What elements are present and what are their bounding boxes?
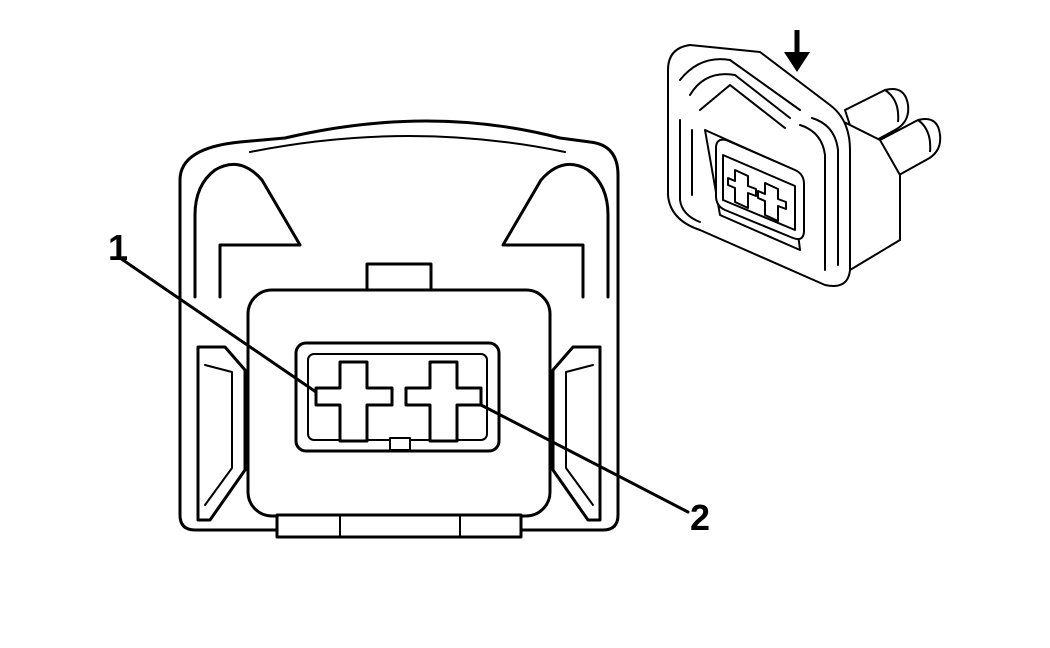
iso-pin-1 xyxy=(727,169,757,209)
connector-front-view xyxy=(118,119,690,539)
callout-pin-2: 2 xyxy=(690,497,711,538)
pin-1-terminal xyxy=(314,360,394,443)
leader-line-2 xyxy=(479,403,690,514)
right-side-guide xyxy=(551,345,602,522)
iso-pin-cavity xyxy=(715,138,805,241)
down-arrow-icon xyxy=(784,30,810,72)
key-tab xyxy=(365,262,433,292)
pin-2-terminal xyxy=(404,360,483,443)
bottom-foot xyxy=(275,513,523,539)
left-side-guide xyxy=(196,345,247,522)
left-latch xyxy=(193,162,302,299)
center-notch xyxy=(389,437,411,451)
iso-pin-2 xyxy=(757,182,787,222)
connector-isometric-view xyxy=(667,30,942,287)
leader-line-1 xyxy=(118,256,318,394)
right-latch xyxy=(501,162,610,299)
callout-pin-1: 1 xyxy=(108,227,129,268)
